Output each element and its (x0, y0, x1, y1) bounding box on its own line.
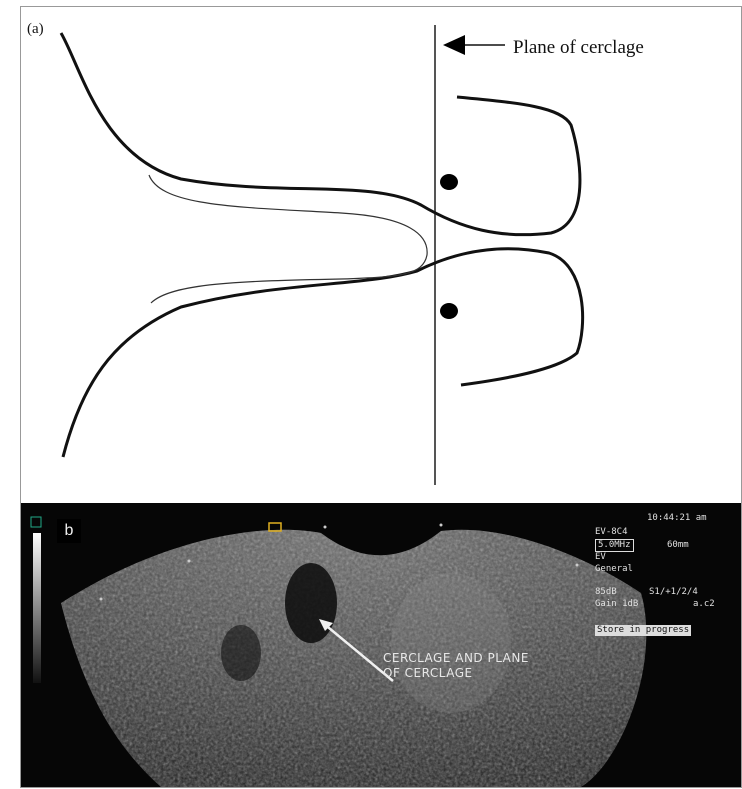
scale-marker (31, 517, 41, 527)
upper-outline (61, 33, 580, 235)
status-readout: Store in progress (595, 625, 691, 636)
panel-a-label: (a) (27, 21, 44, 38)
panel-b-label: b (57, 519, 81, 543)
tissue-bright (391, 573, 511, 713)
probe-readout: EV-8C4 (595, 527, 628, 538)
frequency-readout: 5.0MHz (595, 539, 634, 552)
grayscale-bar (33, 533, 41, 683)
suture-dot-lower (440, 303, 458, 319)
time-readout: 10:44:21 am (647, 513, 707, 524)
settings-readout: S1/+1/2/4 (649, 587, 698, 598)
dark-region-2 (221, 625, 261, 681)
panel-a-diagram: (a) Plane of cerclage (21, 7, 741, 503)
figure-frame: (a) Plane of cerclage (20, 6, 742, 788)
depth-readout: 60mm (667, 540, 689, 551)
panel-b-ultrasound: b 10:44:21 am EV-8C4 5.0MHz 60mm EV Gene… (21, 503, 741, 787)
plane-of-cerclage-label: Plane of cerclage (513, 37, 644, 59)
dynamic-range-readout: 85dB (595, 587, 617, 598)
cerclage-annotation-line1: CERCLAGE AND PLANE (383, 651, 529, 666)
dark-region-1 (285, 563, 337, 643)
mode-readout: EV (595, 552, 606, 563)
preset-readout: General (595, 564, 633, 575)
av-readout: a.c2 (693, 599, 715, 610)
plane-arrow-head (443, 35, 465, 55)
cerclage-annotation-line2: OF CERCLAGE (383, 666, 473, 681)
gain-readout: Gain 1dB (595, 599, 638, 610)
suture-dot-upper (440, 174, 458, 190)
cervix-diagram (21, 7, 741, 503)
